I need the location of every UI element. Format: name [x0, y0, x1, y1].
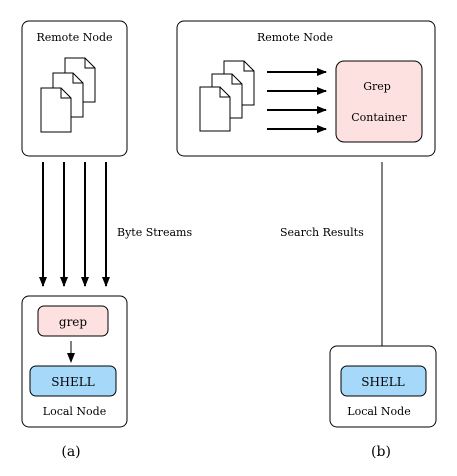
local-node-label-b: Local Node	[347, 405, 410, 418]
remote-node-label-b: Remote Node	[257, 31, 333, 44]
caption-a: (a)	[61, 444, 80, 460]
grep-container-box	[335, 60, 423, 143]
local-node-label-a: Local Node	[43, 405, 106, 418]
grep-box	[37, 305, 109, 337]
panel-b: Remote Node Grep Container Search Result…	[176, 20, 437, 460]
remote-node-label-a: Remote Node	[36, 31, 112, 44]
document-icon	[199, 86, 231, 132]
caption-b: (b)	[371, 444, 391, 460]
grep-label: grep	[59, 315, 88, 329]
panel-a: Remote Node Byte Streams grep SHELL Loca…	[21, 20, 192, 460]
byte-stream-arrows	[39, 162, 110, 287]
shell-box-a	[29, 365, 117, 397]
shell-box-b	[340, 365, 427, 397]
grep-container-line2: Container	[351, 111, 407, 124]
byte-streams-label: Byte Streams	[117, 226, 192, 239]
shell-label-b: SHELL	[361, 375, 404, 389]
file-to-container-arrows	[267, 68, 327, 133]
grep-container-line1: Grep	[363, 80, 391, 93]
search-results-label: Search Results	[280, 226, 364, 239]
document-icon	[40, 87, 72, 133]
shell-label-a: SHELL	[51, 375, 94, 389]
